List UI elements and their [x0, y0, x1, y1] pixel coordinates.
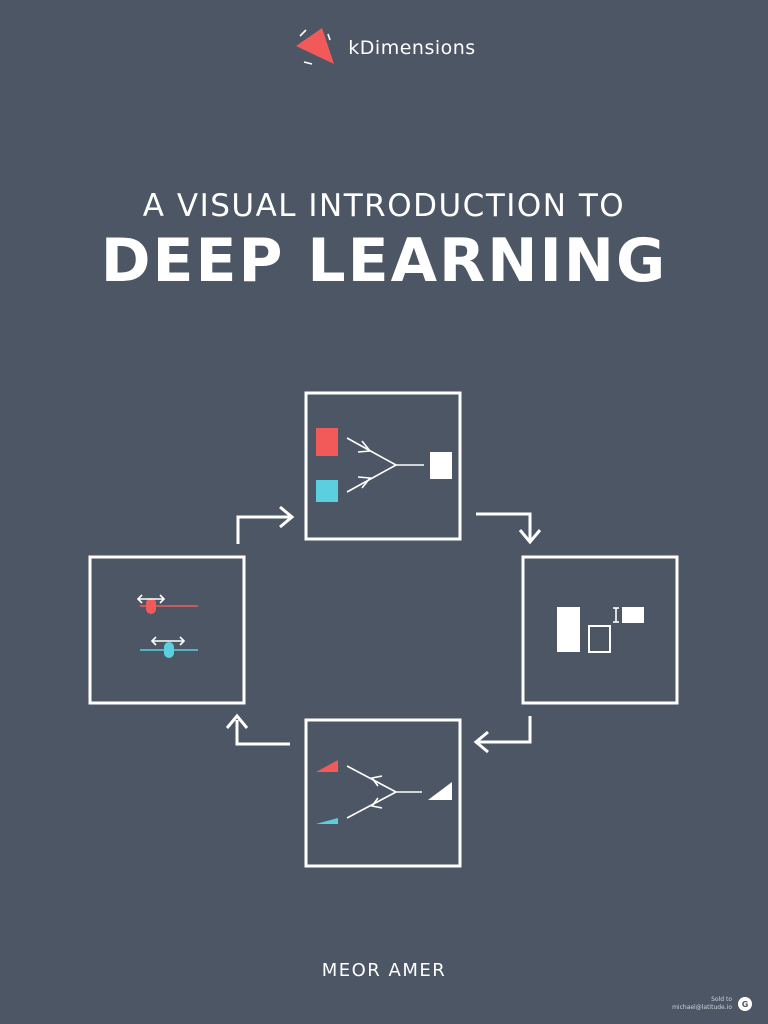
red-weight-slider: [146, 598, 156, 614]
triangle-logo-icon: [296, 28, 335, 65]
red-input-square: [316, 428, 338, 456]
compare-panel: [521, 555, 679, 705]
brand-header: kDimensions: [0, 26, 768, 70]
cyan-weight-slider: [164, 642, 174, 658]
cover-title: DEEP LEARNING: [100, 226, 668, 296]
training-cycle-diagram: [88, 391, 679, 868]
sold-to-label: Sold to: [711, 996, 732, 1003]
error-wedge: [428, 782, 452, 800]
error-rect: [622, 607, 644, 623]
adjust-weights-panel: [88, 555, 246, 705]
sold-to-watermark: Sold to michael@latitude.io G: [672, 996, 752, 1012]
backward-pass-panel: [304, 718, 462, 868]
cyan-gradient-wedge: [316, 818, 338, 824]
compare-graphic: [557, 607, 644, 653]
adjust-weights-graphic: [136, 594, 198, 658]
target-bar: [588, 625, 611, 653]
seller-logo-icon: G: [738, 997, 752, 1011]
arrow-bottom-right-icon: [473, 716, 532, 754]
error-gap-icon: [613, 607, 619, 623]
backward-pass-graphic: [316, 760, 452, 824]
arrow-bottom-left-icon: [225, 713, 290, 746]
weight-adjust-arrows-icon: [136, 594, 186, 646]
arrow-top-left-icon: [236, 505, 295, 544]
brand-name: kDimensions: [348, 37, 476, 59]
cover-subtitle: A VISUAL INTRODUCTION TO: [142, 188, 626, 224]
author-name: MEOR AMER: [321, 960, 447, 981]
forward-pass-panel: [304, 391, 462, 541]
cyan-input-square: [316, 480, 338, 502]
red-gradient-wedge: [316, 760, 338, 772]
prediction-bar: [557, 607, 580, 652]
forward-pass-graphic: [316, 428, 452, 502]
arrow-top-right-icon: [476, 512, 542, 545]
sold-to-email: michael@latitude.io: [672, 1004, 732, 1011]
output-square: [430, 452, 452, 479]
